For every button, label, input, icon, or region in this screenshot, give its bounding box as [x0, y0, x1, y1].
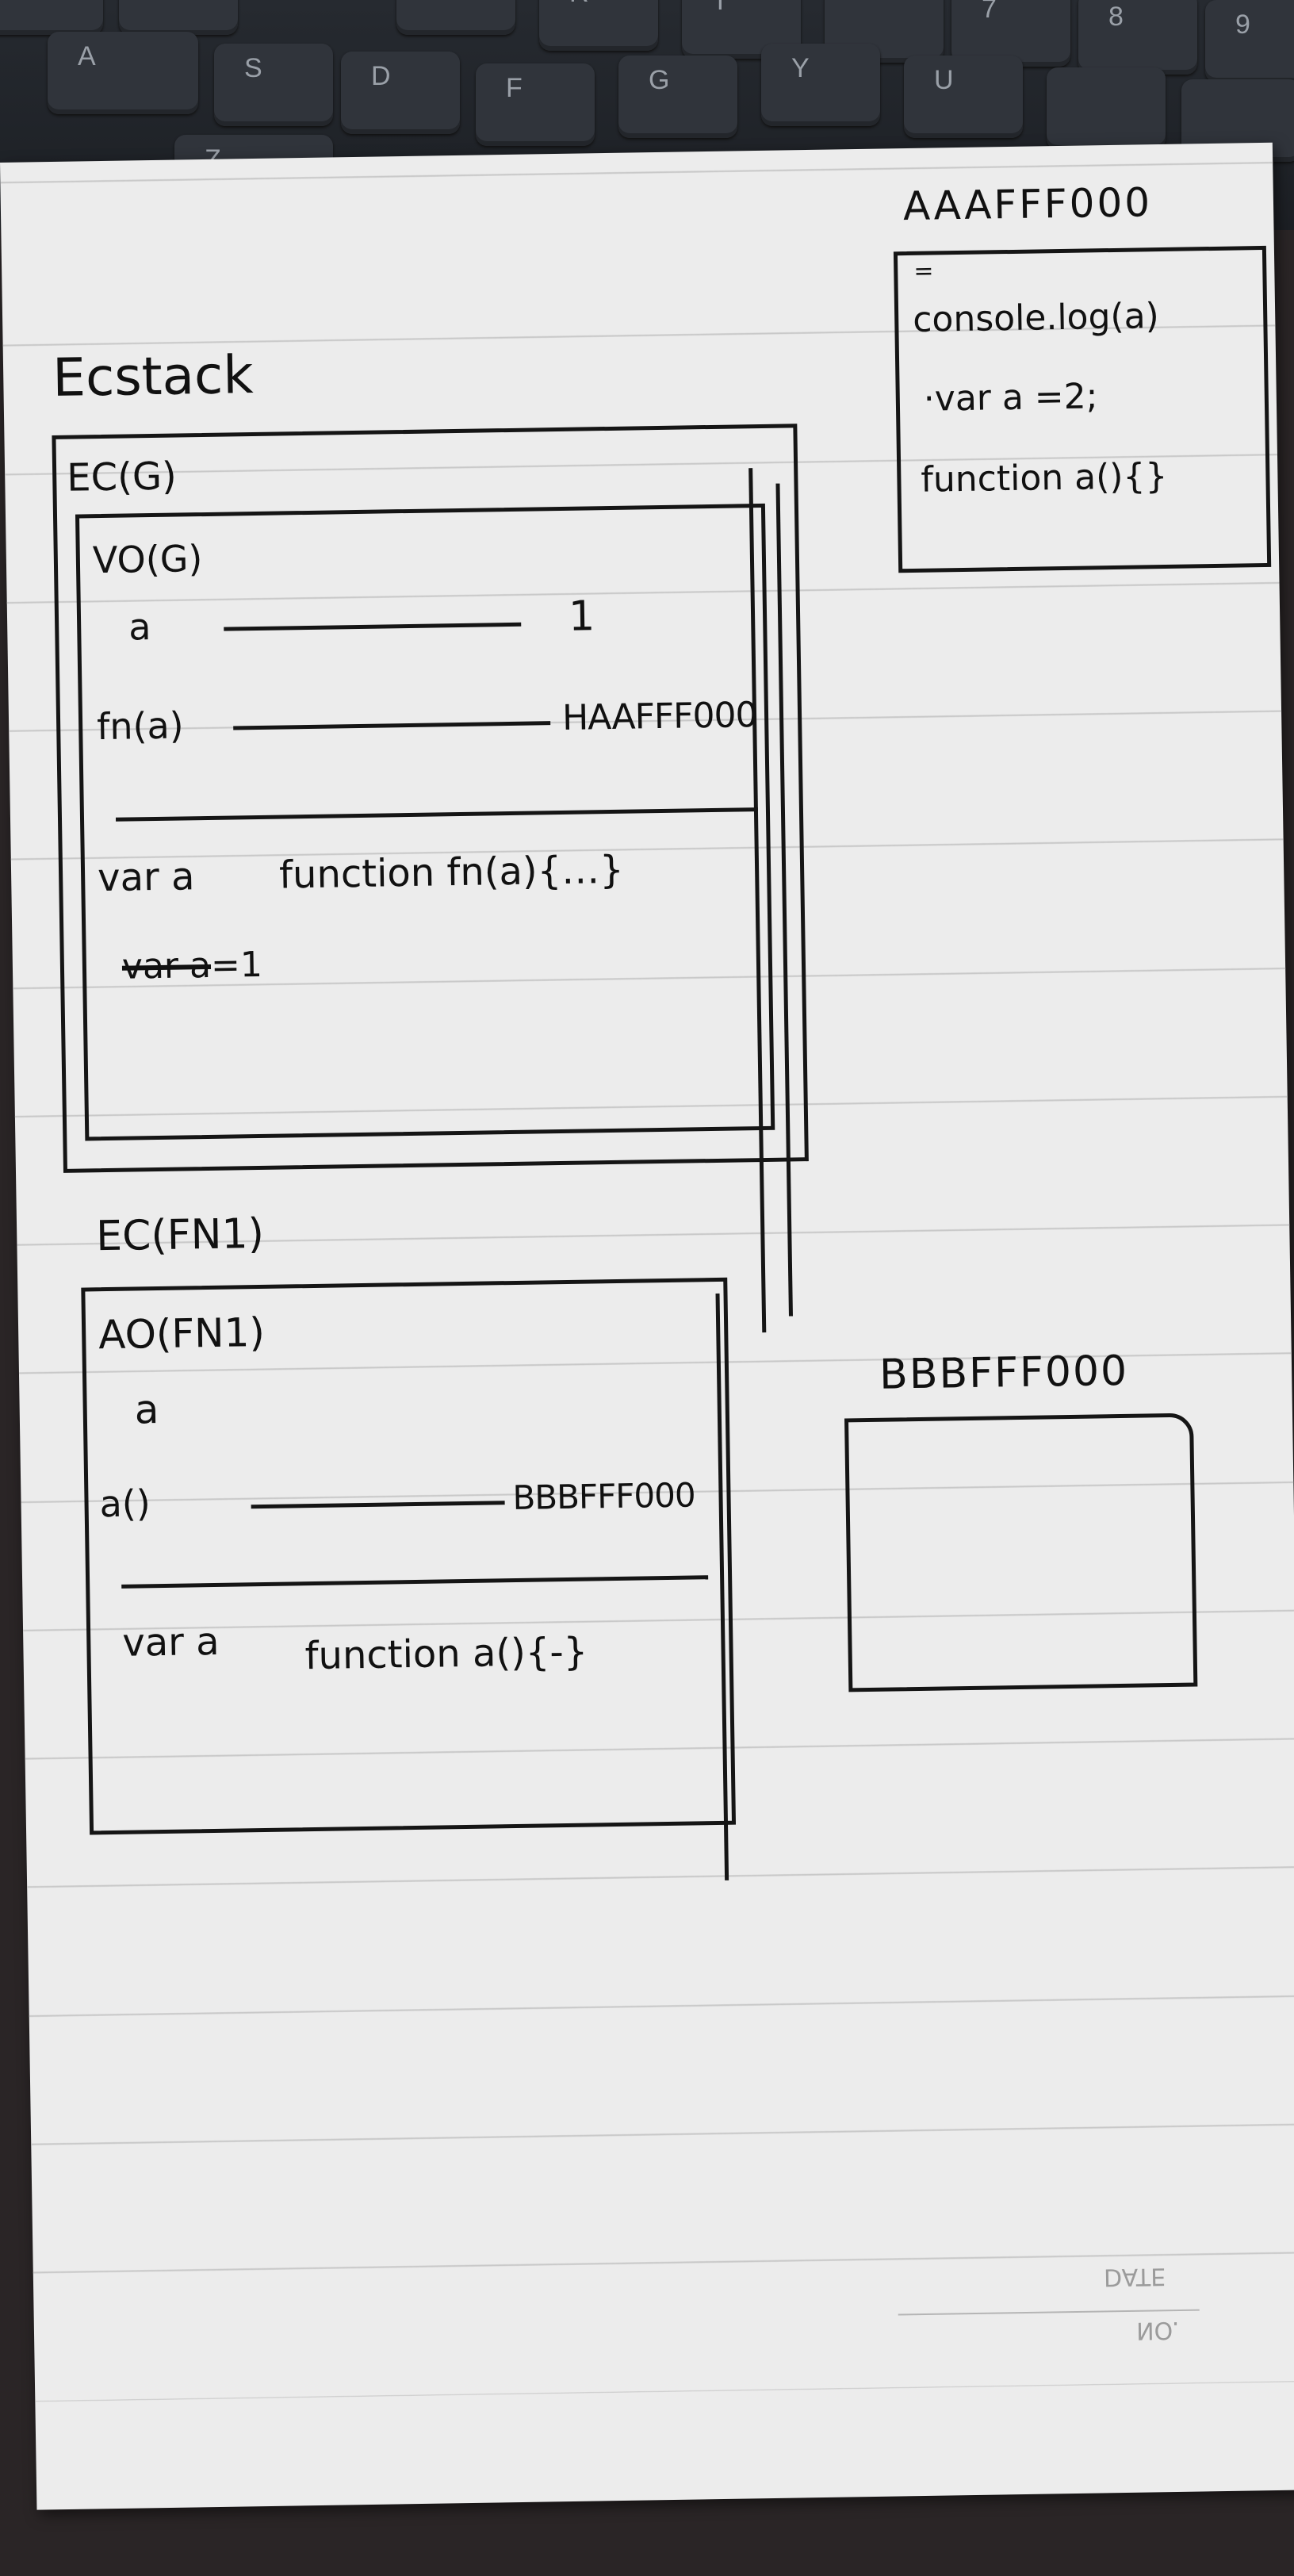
- declaration-function: function a(){-}: [304, 1629, 588, 1679]
- ecstack-title: Ecstack: [52, 344, 255, 408]
- global-variable-object-box: VO(G) a 1 fn(a) HAAFFF000 var a function…: [75, 503, 775, 1141]
- variable-object-label: VO(G): [92, 537, 203, 582]
- binding-arrow-line: [224, 622, 522, 631]
- keyboard-key: [0, 0, 103, 35]
- date-label: DATE: [1103, 2262, 1166, 2291]
- date-rule: [898, 2309, 1200, 2316]
- keyboard-key: Y: [761, 44, 880, 126]
- function-reference: HAAFFF000: [561, 695, 757, 738]
- keyboard-key: R: [539, 0, 658, 51]
- variable-name: a: [134, 1386, 159, 1433]
- function-reference: BBBFFF000: [512, 1475, 695, 1518]
- declaration-var: var a: [97, 854, 195, 901]
- function-name: fn(a): [96, 703, 185, 749]
- notebook-page: Ecstack AAAFFF000 = console.log(a) ·var …: [0, 142, 1294, 2510]
- global-context-label: EC(G): [66, 454, 178, 500]
- declaration-function: function fn(a){…}: [278, 847, 625, 898]
- heap-code-line: console.log(a): [912, 296, 1160, 340]
- number-label: NO.: [1135, 2315, 1180, 2344]
- binding-arrow-line: [233, 721, 551, 730]
- heap-code-line: function a(){}: [921, 455, 1168, 500]
- keyboard-key: 9: [1205, 0, 1294, 82]
- binding-arrow-line: [251, 1501, 505, 1509]
- keyboard-key: F: [476, 63, 595, 146]
- heap-code-line: ·var a =2;: [923, 376, 1098, 420]
- keyboard-key: G: [618, 56, 737, 138]
- keyboard-key: D: [341, 52, 460, 134]
- heap-object-box: = console.log(a) ·var a =2; function a()…: [893, 245, 1272, 573]
- keyboard-key: S: [214, 44, 333, 126]
- function-context-box: AO(FN1) a a() BBBFFF000 var a function a…: [81, 1277, 737, 1835]
- variable-value: 1: [568, 592, 595, 641]
- struck-declaration: var a: [121, 945, 212, 987]
- function-context-label: EC(FN1): [95, 1209, 265, 1261]
- heap-address-label: AAAFFF000: [902, 179, 1153, 230]
- heap-object-box-empty: [844, 1413, 1198, 1692]
- keyboard-key: 8: [1078, 0, 1197, 75]
- section-divider: [115, 807, 758, 822]
- heap-equals-mark: =: [913, 257, 934, 286]
- function-name: a(): [99, 1482, 151, 1526]
- keyboard-key: [119, 0, 238, 35]
- keyboard-key: [396, 0, 515, 35]
- declaration-var: var a: [121, 1619, 220, 1666]
- assignment-value: =1: [210, 944, 263, 986]
- assignment-line: var a=1: [121, 944, 263, 987]
- keyboard-key: A: [48, 32, 198, 114]
- activation-object-label: AO(FN1): [98, 1309, 266, 1359]
- keyboard-key: [1047, 67, 1166, 150]
- variable-name: a: [128, 605, 151, 649]
- heap-address-label: BBBFFF000: [879, 1347, 1129, 1399]
- keyboard-key: U: [904, 56, 1023, 138]
- section-divider: [121, 1575, 709, 1589]
